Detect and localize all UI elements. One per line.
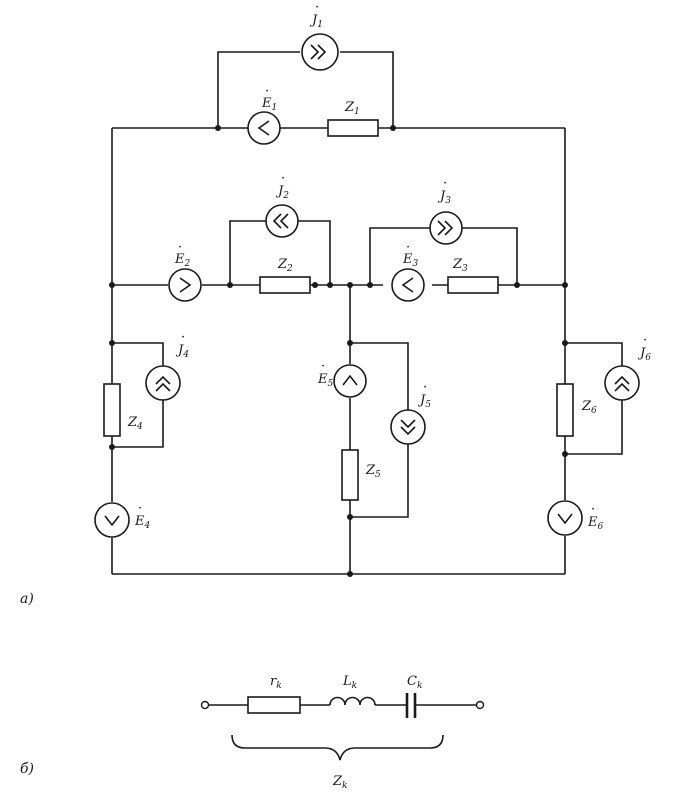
- series-branch-figure-b: rk Lk Ck Zk: [200, 674, 485, 791]
- panel-label-a: а): [20, 591, 34, 607]
- emf-source-e3: E3 ·: [391, 240, 425, 302]
- svg-text:·: ·: [643, 333, 647, 348]
- svg-text:E2: E2: [174, 252, 191, 269]
- svg-text:·: ·: [406, 240, 410, 255]
- svg-text:·: ·: [321, 359, 325, 374]
- terminal-right: [475, 700, 485, 710]
- svg-text:Lk: Lk: [342, 674, 357, 691]
- impedance-z5: Z5: [341, 449, 381, 501]
- svg-text:Z4: Z4: [127, 415, 143, 432]
- svg-text:Z3: Z3: [452, 257, 468, 274]
- brace: [231, 734, 444, 761]
- impedance-z6: Z6: [556, 383, 597, 437]
- current-source-j6: J6 ·: [604, 333, 651, 401]
- svg-text:J1: J1: [309, 13, 323, 30]
- emf-source-e4: E4 ·: [94, 501, 151, 538]
- current-source-j4: J4 ·: [145, 330, 189, 401]
- emf-source-e1: E1 ·: [247, 84, 281, 145]
- svg-text:·: ·: [443, 176, 447, 191]
- svg-text:·: ·: [265, 84, 269, 99]
- svg-text:Z5: Z5: [365, 463, 381, 480]
- current-source-j2: J2 ·: [265, 171, 299, 238]
- svg-text:rk: rk: [270, 674, 282, 691]
- panel-label-b: б): [20, 761, 34, 777]
- svg-text:J3: J3: [437, 189, 451, 206]
- current-source-j3: J3 ·: [429, 176, 463, 245]
- terminal-left: [200, 700, 210, 710]
- impedance-z1: Z1: [327, 100, 379, 137]
- impedance-z2: Z2: [259, 257, 311, 294]
- svg-text:J2: J2: [275, 184, 289, 201]
- svg-text:·: ·: [281, 171, 285, 186]
- svg-text:J6: J6: [637, 346, 651, 363]
- current-source-j5: J5 ·: [390, 380, 431, 445]
- emf-source-e6: E6 ·: [547, 500, 604, 536]
- emf-source-e2: E2 ·: [168, 240, 202, 302]
- svg-text:E4: E4: [134, 514, 151, 531]
- inductor-lk: [329, 696, 376, 706]
- impedance-z3: Z3: [447, 257, 499, 294]
- svg-text:E3: E3: [402, 252, 419, 269]
- svg-text:·: ·: [178, 240, 182, 255]
- svg-text:·: ·: [315, 0, 319, 15]
- svg-text:·: ·: [591, 502, 595, 517]
- emf-source-e5: E5 ·: [317, 359, 367, 398]
- svg-text:·: ·: [181, 330, 185, 345]
- svg-text:Zk: Zk: [332, 774, 348, 791]
- capacitor-ck: [405, 693, 417, 718]
- impedance-z4: Z4: [103, 383, 143, 437]
- svg-text:·: ·: [138, 501, 142, 516]
- svg-text:Ck: Ck: [407, 674, 422, 691]
- svg-text:J5: J5: [417, 393, 431, 410]
- svg-text:E6: E6: [587, 515, 604, 532]
- svg-text:J4: J4: [175, 343, 189, 360]
- svg-text:Z1: Z1: [344, 100, 360, 117]
- svg-text:E5: E5: [317, 372, 334, 389]
- svg-text:Z6: Z6: [581, 399, 597, 416]
- junction-dots: [109, 125, 568, 577]
- svg-text:Z2: Z2: [277, 257, 293, 274]
- current-source-j1: J1 ·: [301, 0, 339, 71]
- svg-text:E1: E1: [261, 96, 277, 113]
- resistor-rk: [247, 696, 301, 714]
- svg-text:·: ·: [423, 380, 427, 395]
